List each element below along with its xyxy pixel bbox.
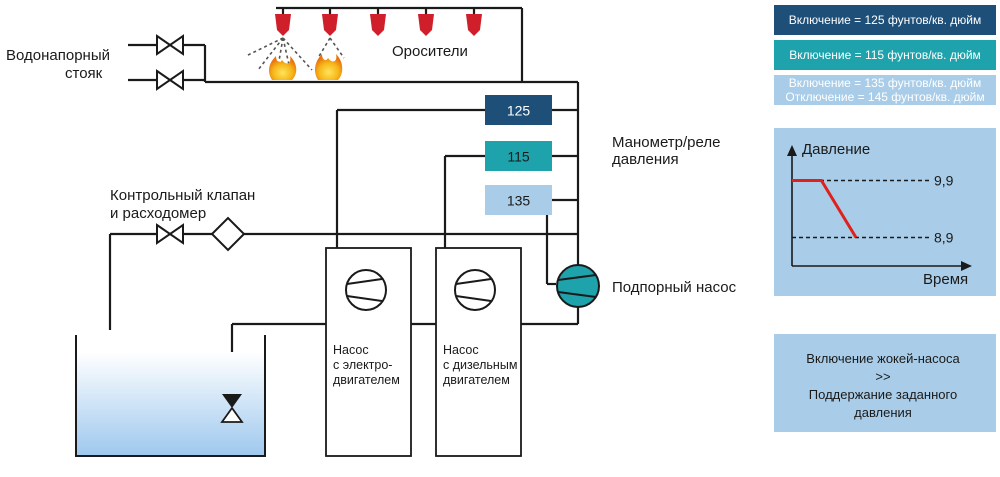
sprinkler-heads	[275, 8, 482, 36]
info-line4: давления	[854, 405, 912, 420]
chart-x-label: Время	[923, 271, 968, 288]
info-panel	[774, 334, 996, 432]
y-axis-arrow-icon	[787, 145, 797, 156]
check-valve-label-line1: Контрольный клапан	[110, 187, 255, 204]
switch-box	[485, 141, 552, 171]
pump-label-line1: Насос	[443, 343, 479, 357]
diesel-pump: Насос с дизельным двигателем	[435, 247, 522, 457]
gate-valve-icon	[156, 34, 184, 56]
pressure-switch-125: 125	[485, 95, 552, 125]
check-valve-icon	[156, 223, 184, 245]
water-spray-lines	[245, 37, 345, 79]
switch-signal-lines	[335, 82, 580, 286]
info-line2: >>	[875, 369, 890, 384]
legend-text: Включение = 115 фунтов/кв. дюйм	[789, 48, 981, 62]
legend-item	[774, 75, 996, 105]
gauge-label-line2: давления	[612, 151, 679, 168]
sprinkler-icon	[418, 8, 434, 36]
pump-label-line2: с электро-	[333, 358, 392, 372]
reference-label-high: 9,9	[934, 173, 954, 189]
foot-valve-icon	[220, 394, 244, 423]
gauge-label-line1: Манометр/реле	[612, 134, 720, 151]
legend-text: Включение = 125 фунтов/кв. дюйм	[789, 13, 981, 27]
check-valve-label-line2: и расходомер	[110, 205, 206, 222]
water-fill	[76, 352, 265, 456]
jockey-pump-label: Подпорный насос	[612, 279, 737, 296]
sprinkler-icon	[370, 8, 386, 36]
sprinklers-label: Оросители	[392, 43, 468, 60]
legend-text: Включение = 135 фунтов/кв. дюйм	[789, 76, 981, 90]
info-box: Включение жокей-насоса >> Поддержание за…	[774, 334, 996, 432]
pump-label-line1: Насос	[333, 343, 369, 357]
legend: Включение = 125 фунтов/кв. дюйм Включени…	[774, 5, 996, 105]
sprinkler-icon	[466, 8, 482, 36]
info-line3: Поддержание заданного	[809, 387, 957, 402]
standpipe-label-line2: стояк	[65, 65, 103, 82]
pump-icon	[454, 269, 496, 311]
pump-housing	[325, 247, 412, 457]
test-line-pipes	[108, 232, 578, 330]
chart-y-label: Давление	[802, 141, 870, 158]
gate-valve-icon	[156, 69, 184, 91]
sprinkler-header-pipe	[205, 6, 578, 84]
info-line1: Включение жокей-насоса	[806, 351, 960, 366]
jockey-pump	[556, 264, 600, 308]
pressure-switch-115: 115	[485, 141, 552, 171]
jockey-pump-icon	[556, 264, 600, 308]
legend-item	[774, 40, 996, 70]
chart-panel	[774, 128, 996, 296]
fire-icon	[269, 54, 343, 80]
switch-value: 115	[507, 149, 530, 165]
sprinkler-icon	[322, 8, 338, 36]
switch-box	[485, 185, 552, 215]
pump-icon	[345, 269, 387, 311]
electric-pump: Насос с электро- двигателем	[325, 247, 412, 457]
pump-label-line2: с дизельным	[443, 358, 517, 372]
switch-value: 125	[507, 103, 531, 119]
reference-label-low: 8,9	[934, 230, 954, 246]
pressure-switch-135: 135	[485, 185, 552, 215]
flowmeter-icon	[210, 216, 246, 252]
switch-value: 135	[507, 193, 531, 209]
sprinkler-icon	[275, 8, 291, 36]
pump-label-line3: двигателем	[443, 373, 510, 387]
legend-text-line2: Отключение = 145 фунтов/кв. дюйм	[785, 90, 984, 104]
pressure-chart: Давление Время 9,9 8,9	[774, 128, 996, 296]
pressure-series-line	[792, 179, 858, 239]
pump-label-line3: двигателем	[333, 373, 400, 387]
legend-item	[774, 5, 996, 35]
x-axis-arrow-icon	[961, 261, 972, 271]
standpipe-label-line1: Водонапорный	[6, 47, 110, 64]
sprinkler-head-body	[275, 14, 291, 36]
switch-box	[485, 95, 552, 125]
